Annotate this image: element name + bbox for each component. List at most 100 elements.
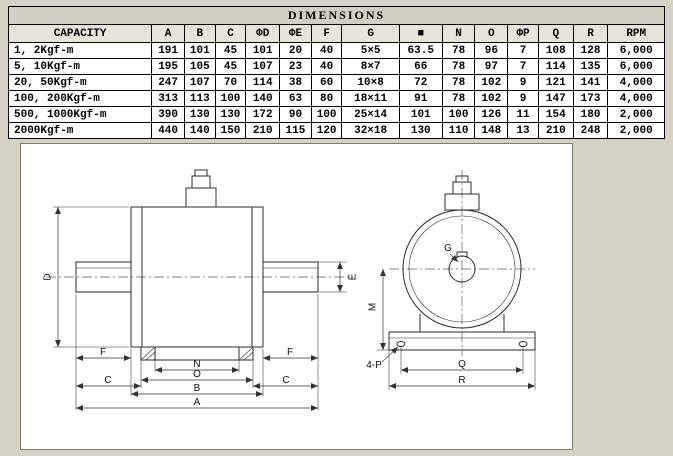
value-cell: 6,000	[607, 58, 665, 75]
value-cell: 128	[572, 42, 609, 59]
value-cell: 80	[310, 90, 343, 107]
value-cell: 8×7	[341, 58, 400, 75]
value-cell: 110	[441, 122, 476, 139]
value-cell: 100	[310, 106, 343, 123]
value-cell: 96	[474, 42, 509, 59]
value-cell: 102	[474, 74, 509, 91]
value-cell: 91	[398, 90, 443, 107]
value-cell: 172	[245, 106, 281, 123]
mounting-hole-left	[396, 341, 406, 347]
dim-label-f-right: F	[287, 347, 293, 358]
value-cell: 9	[507, 74, 539, 91]
front-view-dimensions: G M 4-P Q R	[366, 243, 536, 390]
value-cell: 78	[441, 58, 476, 75]
value-cell: 147	[537, 90, 574, 107]
value-cell: 72	[398, 74, 443, 91]
dim-label-4p: 4-P	[366, 360, 382, 371]
dim-label-o: O	[193, 369, 201, 380]
value-cell: 195	[151, 58, 185, 75]
value-cell: 101	[245, 42, 281, 59]
value-cell: 173	[572, 90, 609, 107]
dim-label-d: D	[43, 273, 54, 280]
value-cell: 154	[537, 106, 574, 123]
value-cell: 38	[279, 74, 312, 91]
value-cell: 5×5	[341, 42, 400, 59]
value-cell: 150	[214, 122, 247, 139]
value-cell: 100	[214, 90, 247, 107]
capacity-cell: 20, 50Kgf-m	[7, 74, 153, 91]
value-cell: 70	[214, 74, 247, 91]
front-view	[388, 170, 536, 356]
column-header: ΦP	[507, 24, 539, 43]
value-cell: 141	[572, 74, 609, 91]
value-cell: 45	[214, 58, 247, 75]
value-cell: 126	[474, 106, 509, 123]
table-title: DIMENSIONS	[8, 6, 665, 25]
column-header: ■	[398, 24, 443, 43]
dim-label-m: M	[368, 303, 379, 311]
dim-label-c-left: C	[104, 375, 111, 386]
value-cell: 101	[398, 106, 443, 123]
value-cell: 105	[183, 58, 216, 75]
value-cell: 101	[183, 42, 216, 59]
value-cell: 90	[279, 106, 312, 123]
dim-label-c-right: C	[282, 375, 289, 386]
value-cell: 18×11	[341, 90, 400, 107]
value-cell: 113	[183, 90, 216, 107]
value-cell: 7	[507, 58, 539, 75]
column-header: G	[341, 24, 400, 43]
value-cell: 130	[214, 106, 247, 123]
dim-label-g: G	[444, 243, 452, 254]
value-cell: 63	[279, 90, 312, 107]
column-header: Q	[537, 24, 574, 43]
value-cell: 6,000	[607, 42, 665, 59]
column-header: ΦE	[279, 24, 312, 43]
dim-label-e: E	[348, 273, 359, 280]
front-base	[388, 331, 536, 351]
value-cell: 11	[507, 106, 539, 123]
value-cell: 247	[151, 74, 185, 91]
value-cell: 130	[398, 122, 443, 139]
value-cell: 135	[572, 58, 609, 75]
column-header: R	[572, 24, 609, 43]
technical-drawing-panel: D E F F C C	[20, 143, 573, 450]
value-cell: 100	[441, 106, 476, 123]
capacity-cell: 2000Kgf-m	[7, 122, 153, 139]
column-header: A	[151, 24, 185, 43]
column-header: CAPACITY	[7, 24, 153, 43]
value-cell: 130	[183, 106, 216, 123]
column-header: B	[183, 24, 216, 43]
value-cell: 60	[310, 74, 343, 91]
value-cell: 107	[245, 58, 281, 75]
value-cell: 390	[151, 106, 185, 123]
column-header: RPM	[607, 24, 665, 43]
shaft-bore	[448, 255, 476, 283]
value-cell: 66	[398, 58, 443, 75]
value-cell: 25×14	[341, 106, 400, 123]
column-header: C	[214, 24, 247, 43]
value-cell: 10×8	[341, 74, 400, 91]
value-cell: 40	[310, 42, 343, 59]
column-header: F	[310, 24, 343, 43]
right-shaft	[262, 261, 319, 293]
value-cell: 114	[537, 58, 574, 75]
value-cell: 63.5	[398, 42, 443, 59]
dim-label-q: Q	[458, 359, 466, 370]
value-cell: 114	[245, 74, 281, 91]
side-view-dimensions: D E F F C C	[43, 206, 359, 411]
capacity-cell: 5, 10Kgf-m	[7, 58, 153, 75]
value-cell: 78	[441, 90, 476, 107]
dim-label-f-left: F	[100, 347, 106, 358]
value-cell: 120	[310, 122, 343, 139]
value-cell: 23	[279, 58, 312, 75]
value-cell: 102	[474, 90, 509, 107]
value-cell: 20	[279, 42, 312, 59]
dim-label-b: B	[194, 383, 201, 394]
value-cell: 210	[537, 122, 574, 139]
value-cell: 140	[245, 90, 281, 107]
